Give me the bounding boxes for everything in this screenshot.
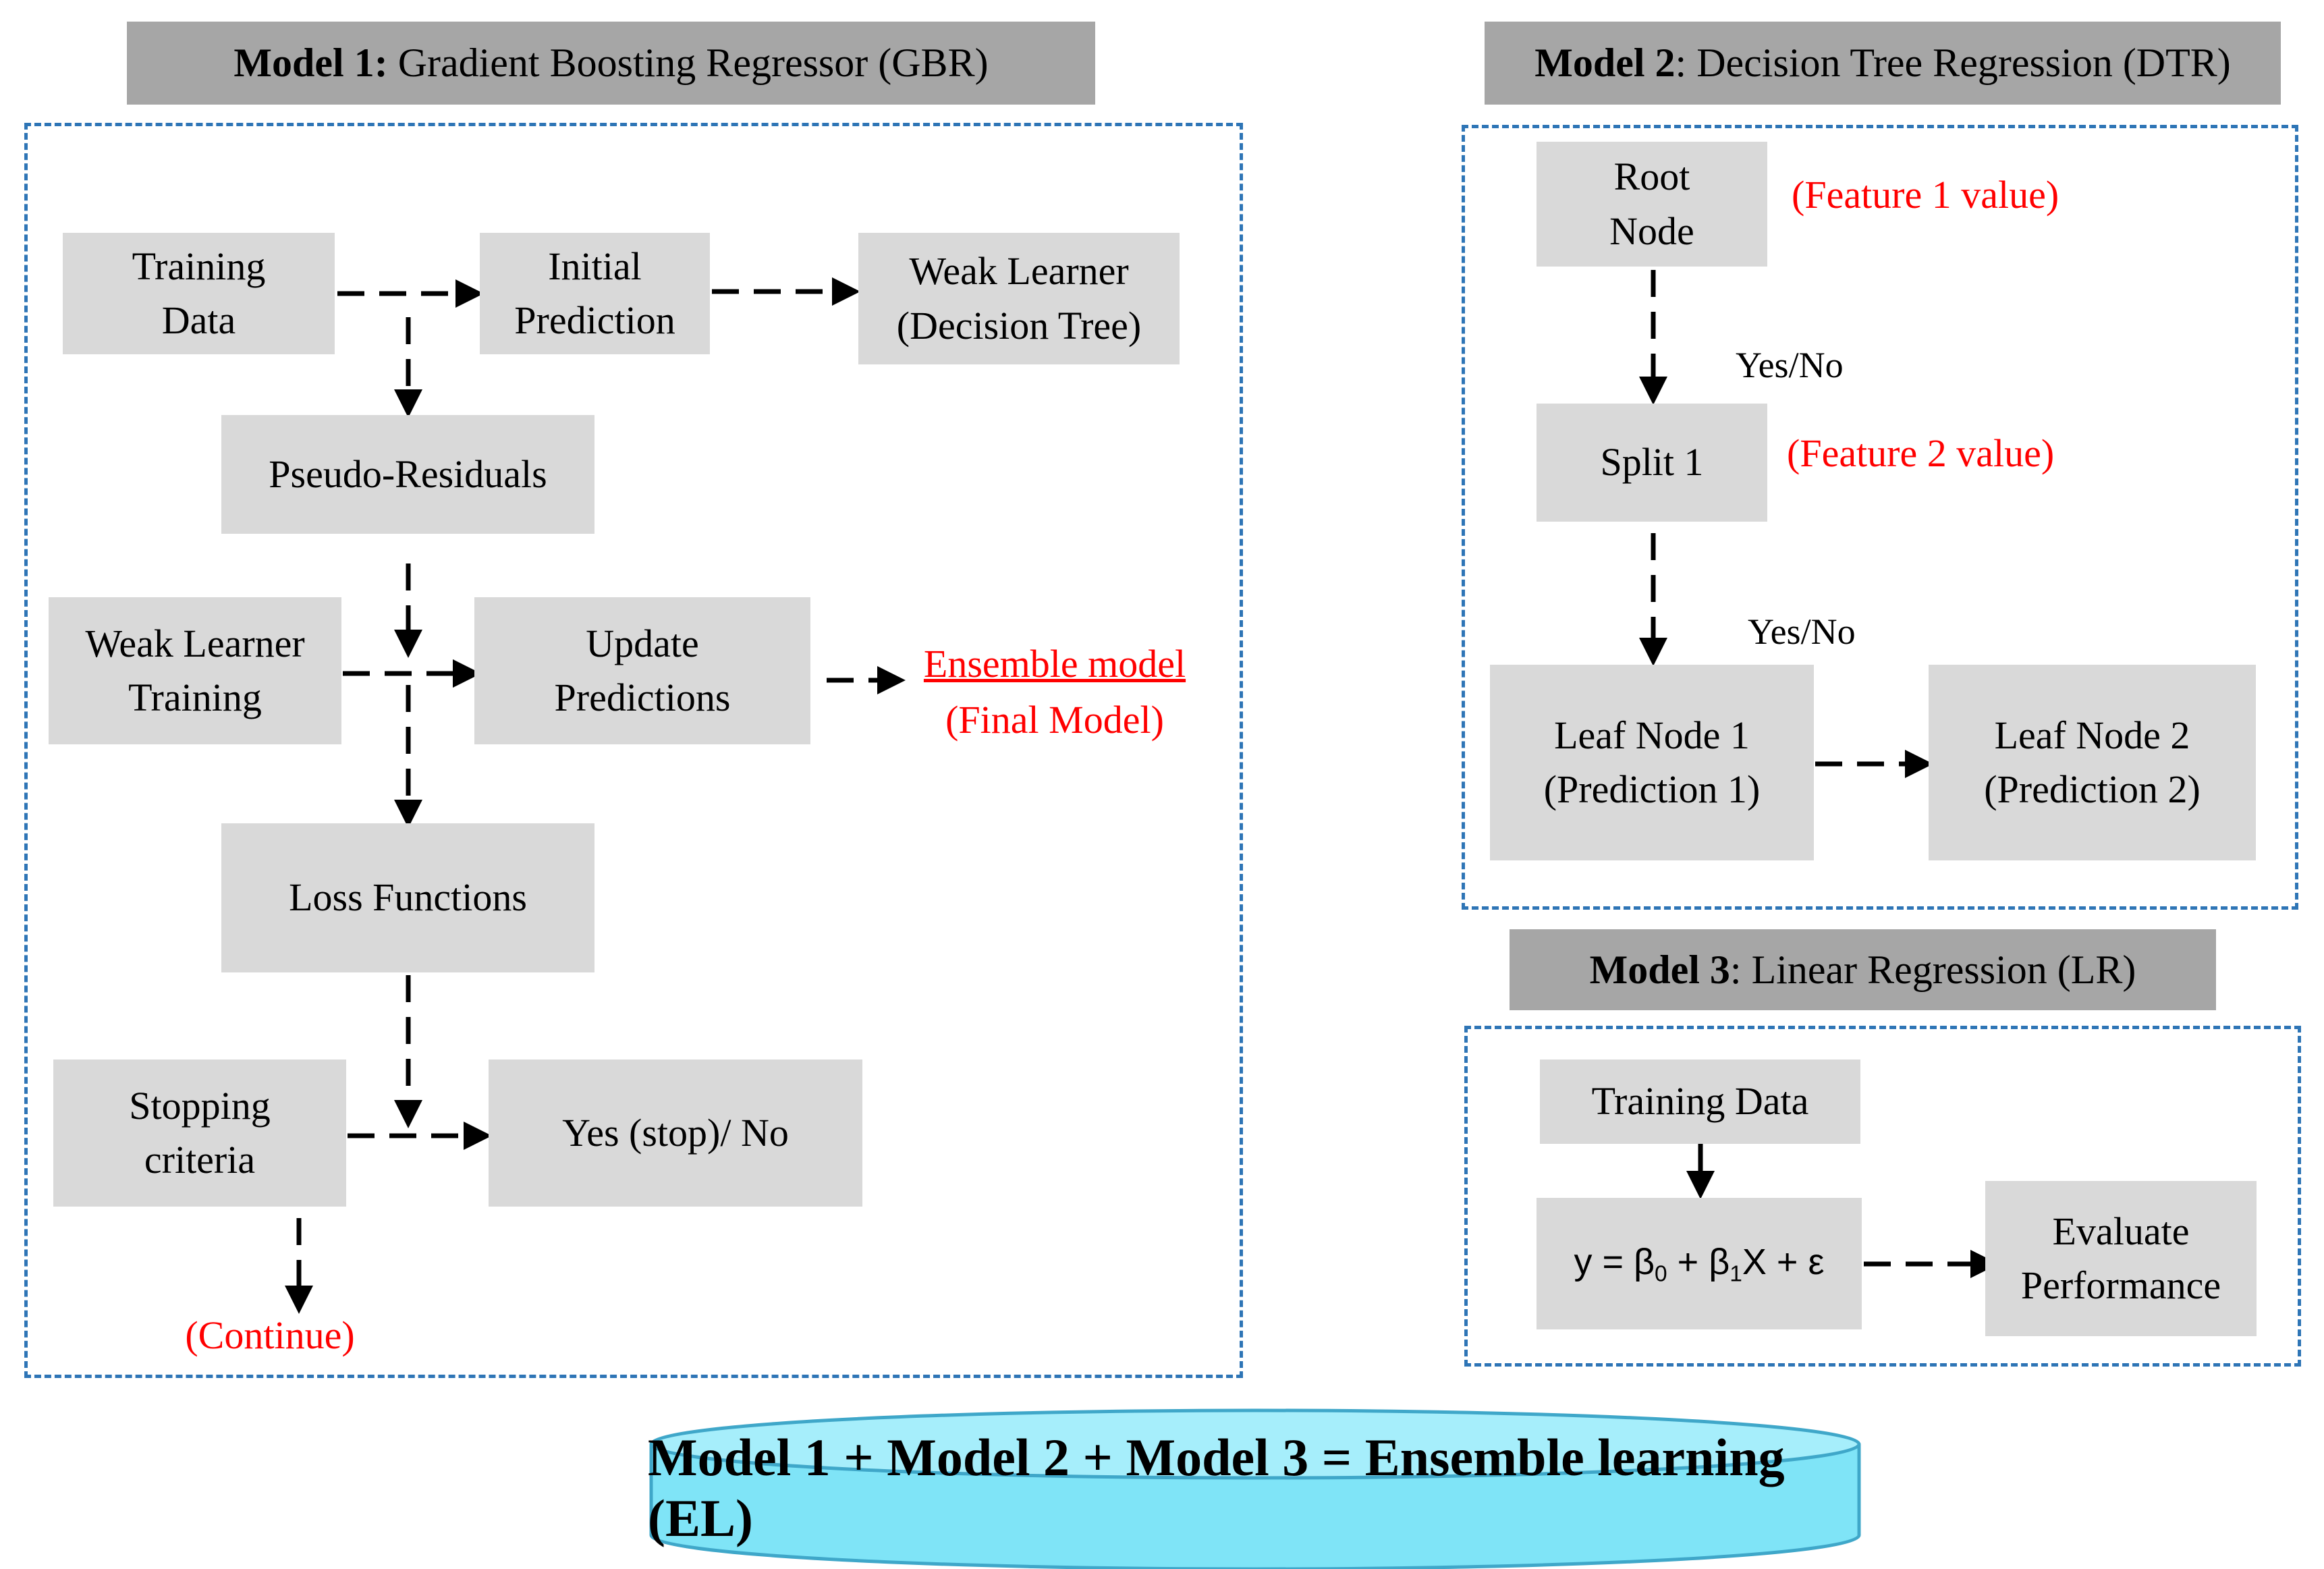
- model1-header-text: Gradient Boosting Regressor (GBR): [387, 40, 989, 85]
- leaf-node-1-line2: (Prediction 1): [1543, 767, 1761, 811]
- leaf-node-2-line1: Leaf Node 2: [1994, 713, 2190, 757]
- weak-learner-line2: (Decision Tree): [896, 303, 1142, 348]
- final-model-label: (Final Model): [945, 698, 1164, 742]
- yes-stop-no-box: Yes (stop)/ No: [489, 1059, 862, 1207]
- yes-no-label-2: Yes/No: [1748, 611, 1856, 652]
- weak-learner-line1: Weak Learner: [909, 249, 1129, 294]
- loss-functions-box: Loss Functions: [221, 823, 594, 972]
- pseudo-residuals-label: Pseudo-Residuals: [269, 451, 547, 496]
- weak-learner-training-line1: Weak Learner: [85, 621, 305, 665]
- yes-stop-no-label: Yes (stop)/ No: [562, 1110, 789, 1155]
- initial-prediction-line2: Prediction: [514, 298, 675, 342]
- model2-header-bold: Model 2: [1534, 40, 1676, 85]
- model3-header: Model 3: Linear Regression (LR): [1510, 929, 2216, 1010]
- model1-frame: [24, 123, 1243, 1378]
- yes-no-label-1: Yes/No: [1736, 345, 1844, 385]
- root-node-line2: Node: [1609, 209, 1694, 253]
- loss-functions-label: Loss Functions: [289, 875, 527, 920]
- model3-connectors: [1686, 1144, 1999, 1278]
- model2-header-text: : Decision Tree Regression (DTR): [1675, 40, 2231, 85]
- stopping-criteria-line1: Stopping: [129, 1083, 271, 1128]
- leaf-node-1-line1: Leaf Node 1: [1554, 713, 1750, 757]
- lr-training-data-label: Training Data: [1591, 1079, 1809, 1124]
- update-predictions-box: Update Predictions: [474, 597, 810, 744]
- training-data-box: Training Data: [63, 233, 335, 354]
- equation-plus: + β: [1667, 1242, 1730, 1283]
- model3-header-text: : Linear Regression (LR): [1730, 947, 2136, 992]
- model2-connectors: [1639, 270, 1933, 778]
- ensemble-learning-label: Model 1 + Model 2 + Model 3 = Ensemble l…: [648, 1428, 1785, 1547]
- root-node-line1: Root: [1613, 155, 1690, 199]
- ensemble-model-link: Ensemble model: [923, 642, 1186, 686]
- evaluate-line2: Performance: [2020, 1263, 2221, 1307]
- weak-learner-training-line2: Training: [128, 676, 262, 719]
- pseudo-residuals-box: Pseudo-Residuals: [221, 415, 594, 534]
- equation-sub1: 1: [1730, 1261, 1742, 1287]
- continue-label: (Continue): [185, 1313, 355, 1357]
- evaluate-performance-box: Evaluate Performance: [1985, 1181, 2257, 1336]
- initial-prediction-line1: Initial: [548, 244, 642, 288]
- weak-learner-box: Weak Learner (Decision Tree): [858, 233, 1180, 364]
- leaf-node-1-box: Leaf Node 1 (Prediction 1): [1490, 665, 1814, 860]
- equation-text: y = β0 + β1X + ε: [1574, 1237, 1824, 1290]
- feature2-label: (Feature 2 value): [1787, 431, 2055, 475]
- feature1-label: (Feature 1 value): [1792, 173, 2059, 217]
- split1-box: Split 1: [1537, 404, 1767, 522]
- equation-y: y = β: [1574, 1242, 1655, 1283]
- equation-box: y = β0 + β1X + ε: [1537, 1198, 1862, 1329]
- update-predictions-line2: Predictions: [554, 676, 731, 719]
- update-predictions-line1: Update: [586, 621, 699, 665]
- equation-sub0: 0: [1655, 1261, 1667, 1287]
- leaf-node-2-line2: (Prediction 2): [1984, 767, 2201, 811]
- training-data-line2: Data: [161, 298, 236, 342]
- evaluate-line1: Evaluate: [2052, 1209, 2190, 1253]
- model1-header-bold: Model 1:: [233, 40, 388, 85]
- initial-prediction-box: Initial Prediction: [480, 233, 710, 354]
- weak-learner-training-box: Weak Learner Training: [49, 597, 341, 744]
- stopping-criteria-line2: criteria: [144, 1138, 256, 1182]
- leaf-node-2-box: Leaf Node 2 (Prediction 2): [1929, 665, 2256, 860]
- split1-label: Split 1: [1600, 440, 1704, 485]
- root-node-box: Root Node: [1537, 142, 1767, 267]
- lr-training-data-box: Training Data: [1540, 1059, 1860, 1144]
- model2-header: Model 2: Decision Tree Regression (DTR): [1485, 22, 2281, 105]
- model3-header-bold: Model 3: [1589, 947, 1730, 992]
- model2-frame: [1462, 125, 2298, 910]
- stopping-criteria-box: Stopping criteria: [53, 1059, 346, 1207]
- model1-header: Model 1: Gradient Boosting Regressor (GB…: [127, 22, 1095, 105]
- training-data-line1: Training: [132, 244, 266, 288]
- model3-frame: [1464, 1026, 2301, 1367]
- equation-rest: X + ε: [1742, 1242, 1825, 1283]
- model1-connectors: [285, 277, 906, 1314]
